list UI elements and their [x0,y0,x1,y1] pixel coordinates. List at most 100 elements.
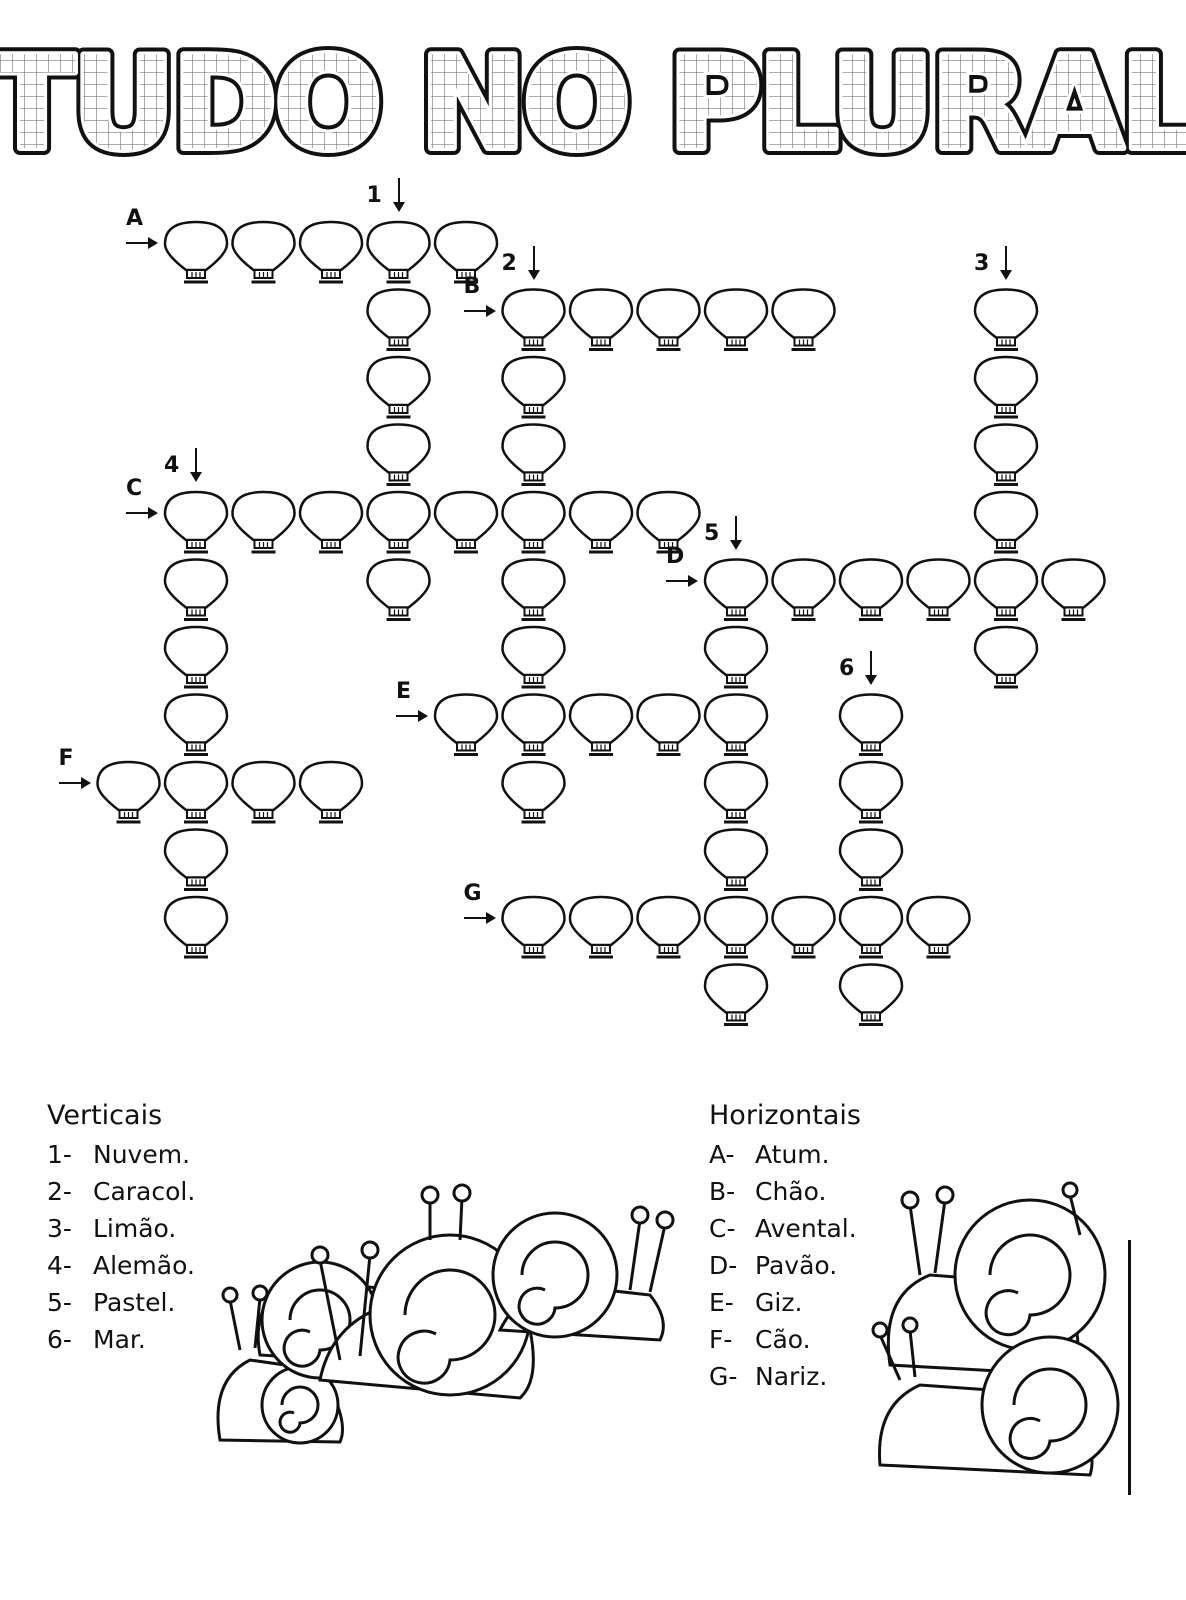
down-arrow-icon [527,245,540,280]
crossword-cell[interactable] [973,558,1039,621]
crossword-cell[interactable] [636,288,701,351]
crossword-cell[interactable] [366,490,431,554]
crossword-cell[interactable] [568,895,634,959]
crossword-cell[interactable] [703,693,769,756]
crossword-cell[interactable] [163,558,229,621]
clue-word: Alemão. [93,1251,195,1280]
down-clue-label: 6 [839,655,855,681]
crossword-cell[interactable] [568,490,634,554]
vertical-clues: Verticais 1-Nuvem.2-Caracol.3-Limão.4-Al… [47,1098,195,1358]
horizontal-clue-item: E-Giz. [709,1284,861,1321]
crossword-cell[interactable] [973,423,1039,486]
down-arrow-icon [190,448,202,482]
vertical-clue-item: 3-Limão. [47,1210,195,1247]
crossword-cell[interactable] [568,693,634,756]
crossword-cell[interactable] [163,490,229,554]
crossword-cell[interactable] [703,625,769,689]
across-clue-label: D [666,543,685,569]
crossword-cell[interactable] [636,490,701,554]
crossword-cell[interactable] [906,558,971,621]
crossword-cell[interactable] [433,693,499,756]
across-arrow-icon [463,912,496,924]
crossword-cell[interactable] [501,490,566,554]
clue-word: Mar. [93,1325,146,1354]
clue-number: D- [709,1251,738,1280]
crossword-cell[interactable] [703,288,769,351]
crossword-cell[interactable] [973,288,1039,351]
crossword-cell[interactable] [163,693,229,756]
crossword-cell[interactable] [366,558,431,621]
crossword-cell[interactable] [703,760,769,824]
clue-word: Limão. [93,1214,177,1243]
across-clue-label: F [58,746,74,771]
crossword-cell[interactable] [838,963,904,1026]
across-arrow-icon [396,709,428,722]
crossword-cell[interactable] [703,963,769,1026]
clue-number: F- [709,1325,733,1354]
crossword-cell[interactable] [501,693,566,756]
crossword-cell[interactable] [231,760,296,824]
crossword-cell[interactable] [298,220,364,284]
crossword-cell[interactable] [501,288,566,351]
crossword-cell[interactable] [838,693,904,756]
crossword-cell[interactable] [973,625,1039,689]
crossword-cell[interactable] [163,760,229,824]
crossword-cell[interactable] [838,558,904,621]
crossword-cell[interactable] [163,895,229,959]
crossword-cell[interactable] [703,828,769,891]
across-arrow-icon [58,777,91,789]
crossword-cell[interactable] [163,828,229,891]
crossword-cell[interactable] [501,625,566,689]
horizontal-clue-item: F- Cão. [709,1321,861,1358]
crossword-cell[interactable] [501,423,566,486]
crossword-cell[interactable] [366,220,431,284]
crossword-cell[interactable] [433,490,499,554]
crossword-cell[interactable] [231,490,296,554]
title-pattern: TUDO NO PLURAL [0,30,1186,179]
clue-number: B- [709,1177,736,1206]
crossword-cell[interactable] [501,558,566,621]
crossword-cell[interactable] [973,355,1039,419]
crossword-cell[interactable] [298,490,364,554]
down-arrow-icon [865,650,877,685]
crossword-cell[interactable] [96,760,161,824]
crossword-cell[interactable] [838,760,904,824]
crossword-cell[interactable] [636,693,701,756]
across-arrow-icon [666,574,698,587]
crossword-cell[interactable] [366,423,431,486]
down-arrow-icon [730,515,742,550]
crossword-cell[interactable] [1041,558,1106,621]
horizontal-clues-heading: Horizontais [709,1100,861,1131]
crossword-cell[interactable] [298,760,364,824]
crossword-cell[interactable] [501,895,566,959]
crossword-cell[interactable] [703,558,769,621]
vertical-clues-heading: Verticais [47,1100,163,1131]
crossword-cell[interactable] [973,490,1039,554]
clue-word: Cão. [755,1325,811,1354]
title-outline: TUDO NO PLURAL [0,30,1186,179]
across-arrow-icon [126,507,158,519]
crossword-cell[interactable] [366,288,431,351]
crossword-cell[interactable] [366,355,431,419]
crossword-cell[interactable] [906,895,971,959]
clue-word: Pastel. [93,1288,176,1317]
crossword-cell[interactable] [501,760,566,824]
crossword-cell[interactable] [231,220,296,284]
crossword-cell[interactable] [163,220,229,284]
crossword-cell[interactable] [636,895,701,959]
clue-number: G- [709,1362,738,1391]
crossword-cell[interactable] [433,220,499,284]
page-edge-line [1128,1240,1131,1495]
crossword-cell[interactable] [163,625,229,689]
crossword-cell[interactable] [838,895,904,959]
crossword-cell[interactable] [771,558,836,621]
crossword-cell[interactable] [568,288,634,351]
across-clue-label: C [126,476,143,501]
crossword-cell[interactable] [501,355,566,419]
crossword-cell[interactable] [771,895,836,959]
crossword-cell[interactable] [838,828,904,891]
down-clue-label: 1 [366,183,382,208]
crossword-cell[interactable] [703,895,769,959]
crossword-cell[interactable] [771,288,836,351]
